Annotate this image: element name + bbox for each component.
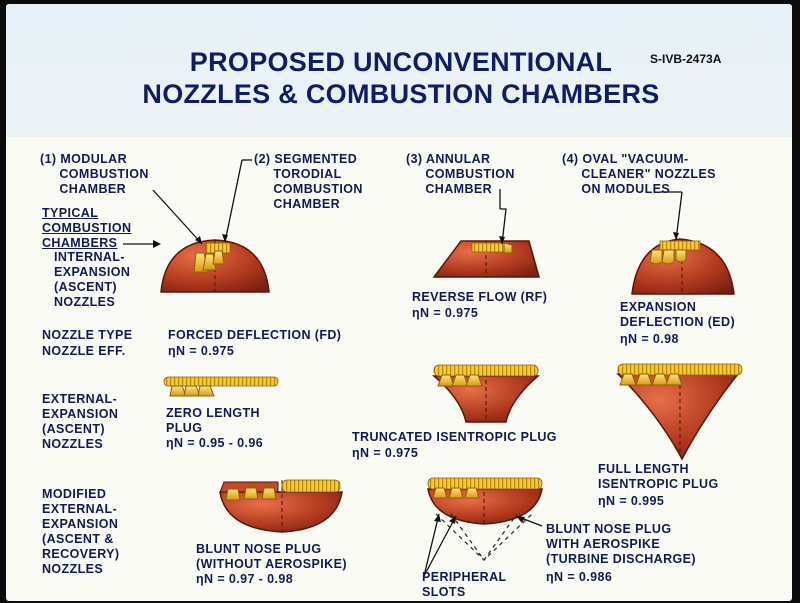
annular-chamber [432,240,540,278]
slide-code: S-IVB-2473A [650,52,722,66]
concept-4-label: (4) OVAL "VACUUM- CLEANER" NOZZLES ON MO… [562,152,716,196]
blunt-nose-plug-aerospike [427,477,543,562]
fd-efficiency: ηN = 0.975 [168,344,235,358]
concept-2-label: (2) SEGMENTED TORODIAL COMBUSTION CHAMBE… [254,152,363,211]
oval-nozzle-chamber [631,238,735,295]
zero-length-efficiency: ηN = 0.95 - 0.96 [166,436,264,450]
concept-1-label: (1) MODULAR COMBUSTION CHAMBER [40,152,149,196]
blunt-nose-plug [219,479,343,533]
full-plug-efficiency: ηN = 0.995 [598,494,665,508]
leader-arrowheads [153,232,679,524]
truncated-isentropic-plug [431,364,541,423]
full-plug-label: FULL LENGTH ISENTROPIC PLUG [598,462,719,491]
blunt-aerospike-efficiency: ηN = 0.986 [546,570,613,584]
fd-label: FORCED DEFLECTION (FD) [168,328,342,342]
modified-expansion-label: MODIFIED EXTERNAL- EXPANSION (ASCENT & R… [42,487,120,576]
full-length-isentropic-plug [616,363,743,461]
nozzle-type-label: NOZZLE TYPE [42,328,133,342]
zero-length-plug [163,376,279,397]
external-expansion-label: EXTERNAL- EXPANSION (ASCENT) NOZZLES [42,392,119,451]
diagram-artwork [123,159,743,577]
rf-efficiency: ηN = 0.975 [412,306,479,320]
title-line-2: NOZZLES & COMBUSTION CHAMBERS [142,79,660,109]
truncated-plug-label: TRUNCATED ISENTROPIC PLUG [352,430,557,444]
title-band [6,4,792,137]
blunt-plug-efficiency: ηN = 0.97 - 0.98 [196,572,294,586]
nozzle-eff-label: NOZZLE EFF. [42,344,126,358]
concept-3-label: (3) ANNULAR COMBUSTION CHAMBER [406,152,515,196]
blunt-aerospike-label: BLUNT NOSE PLUG WITH AEROSPIKE (TURBINE … [546,522,696,566]
ed-label: EXPANSION DEFLECTION (ED) [620,300,736,329]
page-title: PROPOSED UNCONVENTIONAL NOZZLES & COMBUS… [126,46,676,110]
typical-chambers-label: TYPICAL COMBUSTION CHAMBERS [42,206,132,250]
modular-chamber [160,239,270,293]
ed-efficiency: ηN = 0.98 [620,332,679,346]
internal-expansion-label: INTERNAL- EXPANSION (ASCENT) NOZZLES [54,250,131,309]
zero-length-label: ZERO LENGTH PLUG [166,406,260,435]
rf-label: REVERSE FLOW (RF) [412,290,548,304]
truncated-plug-efficiency: ηN = 0.975 [352,446,419,460]
slide: PROPOSED UNCONVENTIONAL NOZZLES & COMBUS… [6,4,792,601]
peripheral-slots-label: PERIPHERAL SLOTS [422,570,507,599]
blunt-plug-label: BLUNT NOSE PLUG (WITHOUT AEROSPIKE) [196,542,347,571]
title-line-1: PROPOSED UNCONVENTIONAL [189,47,613,77]
leader-lines [123,159,683,577]
